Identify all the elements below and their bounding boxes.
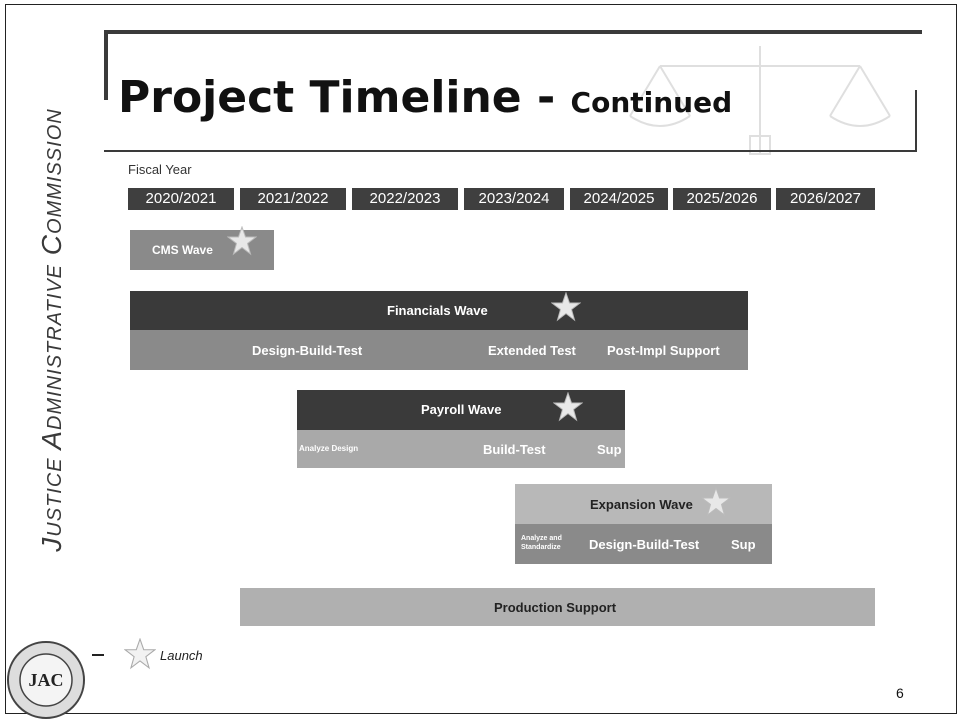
payroll-wave-label: Payroll Wave: [421, 402, 502, 417]
launch-star-icon: [227, 226, 257, 256]
year-header: 2024/2025: [570, 188, 668, 210]
financials-wave-bar: Financials Wave: [130, 291, 748, 330]
year-header: 2021/2022: [240, 188, 346, 210]
production-support-label: Production Support: [494, 600, 617, 615]
page-title: Project Timeline - Continued: [118, 72, 732, 123]
svg-text:JAC: JAC: [29, 670, 64, 690]
title-sub: Continued: [570, 86, 733, 119]
year-header: 2022/2023: [352, 188, 458, 210]
scales-of-justice-icon: [629, 46, 891, 155]
payroll-phase: Analyze Design: [299, 444, 359, 453]
financials-wave-label: Financials Wave: [387, 303, 488, 318]
title-line-right: [915, 90, 917, 150]
vertical-org-title: Justice Administrative Commission: [36, 108, 67, 552]
title-main: Project Timeline -: [118, 72, 571, 123]
year-header: 2020/2021: [128, 188, 234, 210]
expansion-phase: Sup: [731, 537, 756, 552]
year-header: 2026/2027: [776, 188, 875, 210]
title-underline: [104, 150, 917, 152]
financials-phase: Extended Test: [488, 343, 576, 358]
launch-star-icon: [553, 392, 583, 422]
payroll-phases-bar: Analyze Design Build-Test Sup: [297, 430, 625, 468]
payroll-phase: Build-Test: [483, 442, 546, 457]
expansion-phase: Design-Build-Test: [589, 537, 700, 552]
launch-star-icon: [701, 487, 731, 517]
legend-dash: [92, 654, 104, 656]
year-header: 2023/2024: [464, 188, 564, 210]
seal-logo-icon: JAC: [7, 641, 85, 719]
production-support-bar: Production Support: [240, 588, 875, 626]
title-bracket-left: [104, 30, 108, 100]
slide-frame: [5, 4, 957, 714]
expansion-wave-bar: Expansion Wave: [515, 484, 772, 524]
year-header: 2025/2026: [673, 188, 771, 210]
expansion-phases-bar: Analyze and Standardize Design-Build-Tes…: [515, 524, 772, 564]
page-number: 6: [896, 685, 904, 701]
legend-star-icon: [124, 638, 156, 670]
legend-launch-label: Launch: [160, 648, 203, 663]
financials-phase: Post-Impl Support: [607, 343, 720, 358]
expansion-phase: Analyze and Standardize: [521, 535, 562, 551]
payroll-phase: Sup: [597, 442, 622, 457]
launch-star-icon: [551, 292, 581, 322]
cms-wave-label: CMS Wave: [152, 243, 213, 257]
fiscal-year-label: Fiscal Year: [128, 162, 192, 177]
sidebar: Justice Administrative Commission: [20, 40, 84, 620]
title-bracket-top: [104, 30, 922, 34]
expansion-wave-label: Expansion Wave: [590, 497, 693, 512]
financials-phases-bar: Design-Build-Test Extended Test Post-Imp…: [130, 330, 748, 370]
financials-phase: Design-Build-Test: [252, 343, 363, 358]
